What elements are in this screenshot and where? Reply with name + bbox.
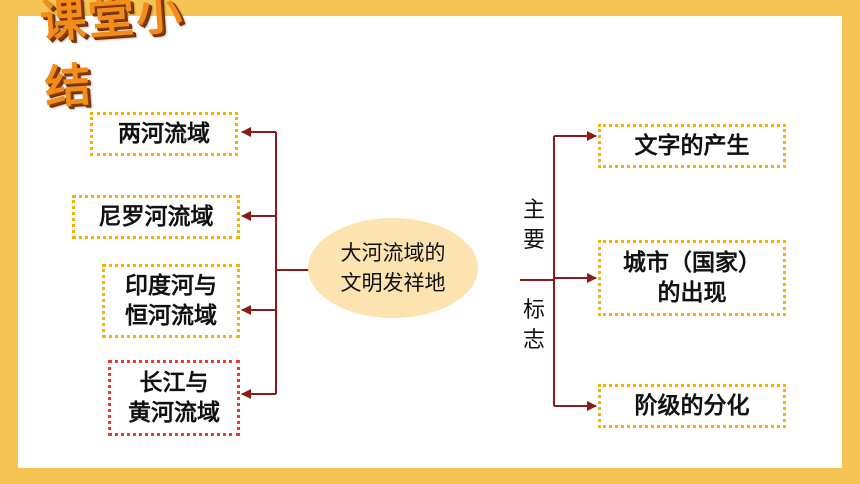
- box-writing: 文字的产生: [598, 124, 786, 168]
- label-main: 主 要: [522, 198, 545, 253]
- label-sign: 标 志: [522, 298, 545, 353]
- box-classes: 阶级的分化: [598, 384, 786, 428]
- box-nile: 尼罗河流域: [72, 195, 240, 239]
- box-cities: 城市（国家） 的出现: [598, 240, 786, 316]
- box-two-rivers: 两河流域: [90, 112, 238, 156]
- center-topic: 大河流域的 文明发祥地: [308, 218, 478, 318]
- box-indus-ganges: 印度河与 恒河流域: [102, 264, 240, 338]
- box-yangtze-yellow: 长江与 黄河流域: [108, 360, 240, 436]
